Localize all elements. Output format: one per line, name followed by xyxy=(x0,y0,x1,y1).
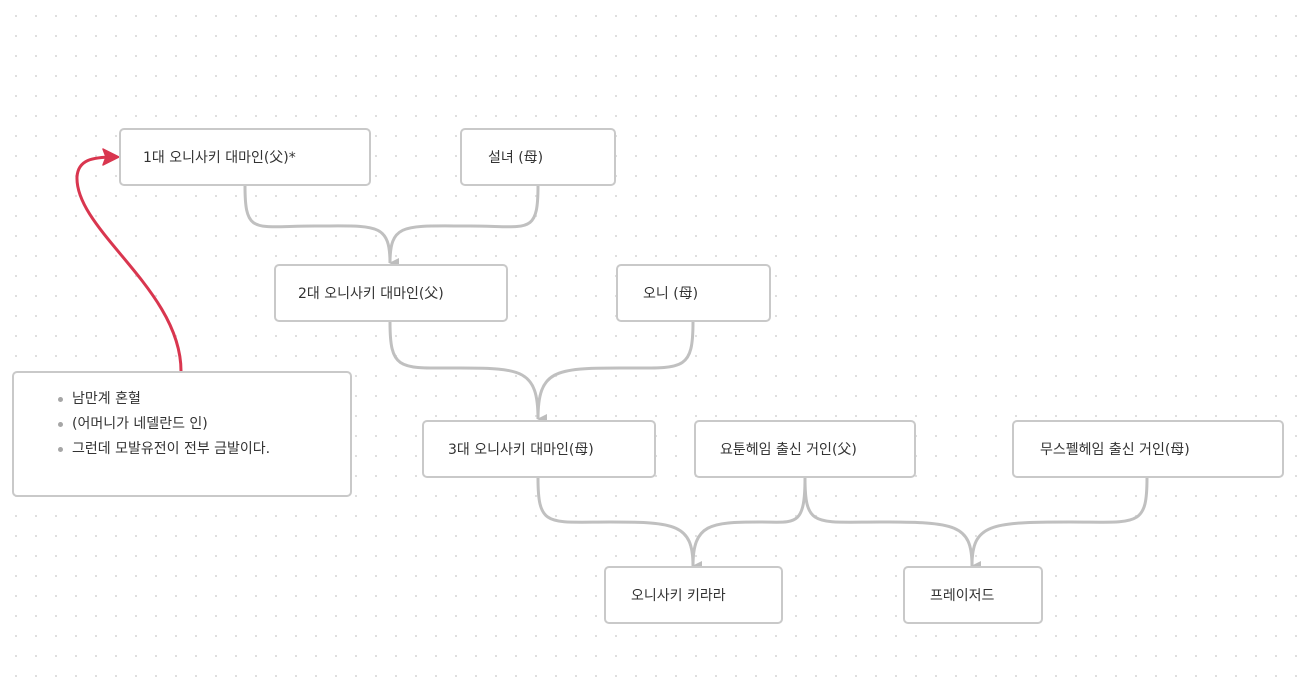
note-link-arrowhead xyxy=(102,148,120,166)
connector-muspelheim-to-freyzed xyxy=(970,477,1149,572)
connector-gen3-mother-to-kirara xyxy=(536,477,695,567)
note-list: 남만계 혼혈 (어머니가 네델란드 인) 그런데 모발유전이 전부 금발이다. xyxy=(14,373,350,462)
node-yotunheim-father[interactable]: 요툰헤임 출신 거인(父) xyxy=(694,420,916,478)
note-box[interactable]: 남만계 혼혈 (어머니가 네델란드 인) 그런데 모발유전이 전부 금발이다. xyxy=(12,371,352,497)
node-yotunheim-father-label: 요툰헤임 출신 거인(父) xyxy=(720,442,857,458)
note-item: 그런데 모발유전이 전부 금발이다. xyxy=(58,437,350,462)
connector-yotunheim-to-freyzed xyxy=(803,477,974,567)
node-freyzed-label: 프레이저드 xyxy=(930,588,995,604)
node-gen1-mother-label: 설녀 (母) xyxy=(488,150,544,166)
connector-gen2-mother-to-gen3 xyxy=(536,321,695,425)
node-gen3-mother-label: 3대 오니사키 대마인(母) xyxy=(448,442,594,458)
node-gen2-mother[interactable]: 오니 (母) xyxy=(616,264,771,322)
node-muspelheim-mother[interactable]: 무스펠헤임 출신 거인(母) xyxy=(1012,420,1284,478)
node-gen2-father[interactable]: 2대 오니사키 대마인(父) xyxy=(274,264,508,322)
note-item: (어머니가 네델란드 인) xyxy=(58,412,350,437)
node-gen1-mother[interactable]: 설녀 (母) xyxy=(460,128,616,186)
node-gen2-mother-label: 오니 (母) xyxy=(643,286,699,302)
connector-gen2-father-to-gen3 xyxy=(388,321,540,420)
node-freyzed[interactable]: 프레이저드 xyxy=(903,566,1043,624)
node-kirara-label: 오니사키 키라라 xyxy=(631,588,726,604)
note-link-arrow xyxy=(75,155,183,373)
node-gen1-father-label: 1대 오니사키 대마인(父)* xyxy=(143,150,296,166)
node-gen2-father-label: 2대 오니사키 대마인(父) xyxy=(298,286,444,302)
node-gen1-father[interactable]: 1대 오니사키 대마인(父)* xyxy=(119,128,371,186)
node-kirara[interactable]: 오니사키 키라라 xyxy=(604,566,783,624)
node-muspelheim-mother-label: 무스펠헤임 출신 거인(母) xyxy=(1040,442,1190,458)
node-gen3-mother[interactable]: 3대 오니사키 대마인(母) xyxy=(422,420,656,478)
note-item: 남만계 혼혈 xyxy=(58,387,350,412)
connector-gen1-father-to-gen2 xyxy=(243,185,392,264)
connector-gen1-mother-to-gen2 xyxy=(388,185,540,269)
connector-yotunheim-to-kirara xyxy=(691,477,807,572)
